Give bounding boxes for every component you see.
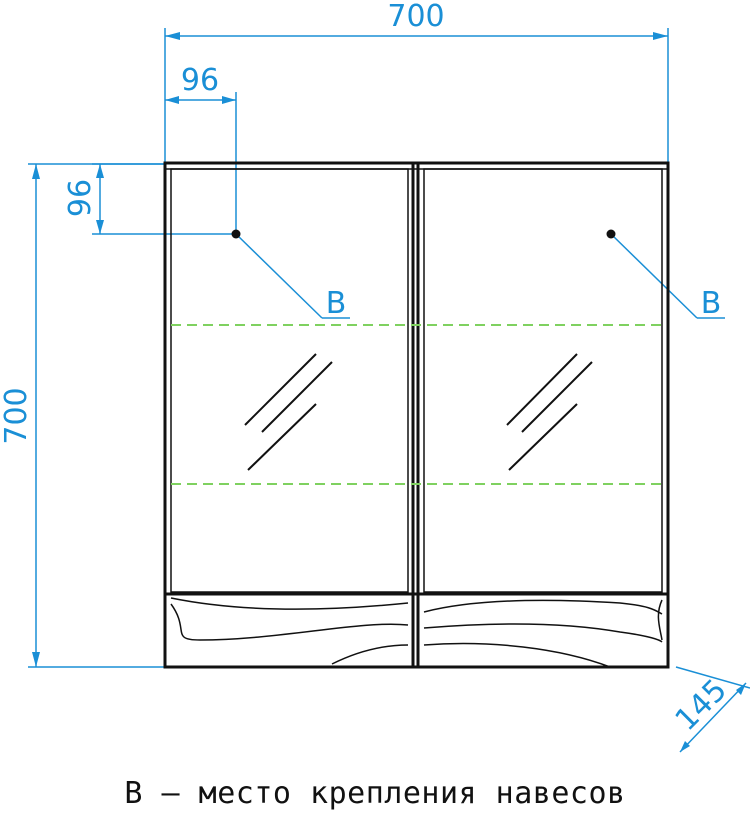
depth-value: 145: [669, 673, 734, 738]
right-drawer-wave-middle: [423, 623, 663, 643]
width-arrow-left: [165, 32, 180, 40]
height-arrow-bottom: [32, 652, 40, 667]
leader-line-right: [610, 233, 698, 319]
left-mirror-stroke-2: [261, 361, 333, 433]
depth-arrow-bottom: [680, 741, 690, 752]
width-arrow-right: [653, 32, 668, 40]
legend-caption: B – место крепления навесов: [124, 776, 626, 811]
mount-point-left: [231, 229, 241, 239]
left-drawer-wave-top: [170, 597, 409, 610]
right-drawer-wave-edge: [657, 599, 663, 641]
dimension-lines: [28, 28, 750, 753]
marker-label-left: B: [326, 286, 347, 321]
left-door-frame: [170, 168, 409, 593]
offset-x-arrow-left: [165, 96, 179, 104]
depth-arrow-top: [736, 683, 746, 695]
height-arrow-top: [32, 164, 40, 179]
cabinet-drawing: 700 96 96 700 145 B B: [0, 0, 750, 753]
depth-dimension-line: [679, 682, 747, 753]
offset-y-arrow-bottom: [96, 220, 104, 234]
left-mirror-stroke-1: [244, 353, 317, 426]
width-value: 700: [387, 0, 444, 34]
depth-extension-top: [675, 666, 750, 689]
right-drawer-wave-top: [423, 599, 663, 615]
leader-line-left: [235, 233, 323, 319]
cabinet: [163, 161, 670, 669]
left-drawer-wave-lower: [331, 644, 409, 665]
left-drawer-wave-bottom: [170, 603, 409, 641]
left-mirror-stroke-3: [247, 403, 317, 471]
right-door-frame: [423, 168, 663, 593]
right-mirror-stroke-2: [521, 361, 593, 433]
offset-y-value: 96: [63, 179, 98, 217]
right-drawer-wave-lower: [423, 642, 611, 668]
mount-point-right: [606, 229, 616, 239]
offset-y-arrow-top: [96, 164, 104, 178]
height-value: 700: [0, 387, 34, 444]
marker-label-right: B: [701, 286, 722, 321]
right-mirror-stroke-3: [508, 403, 578, 471]
shelves: [171, 324, 662, 485]
offset-x-value: 96: [181, 63, 219, 98]
offset-x-arrow-right: [222, 96, 236, 104]
right-mirror-stroke-1: [506, 353, 578, 426]
